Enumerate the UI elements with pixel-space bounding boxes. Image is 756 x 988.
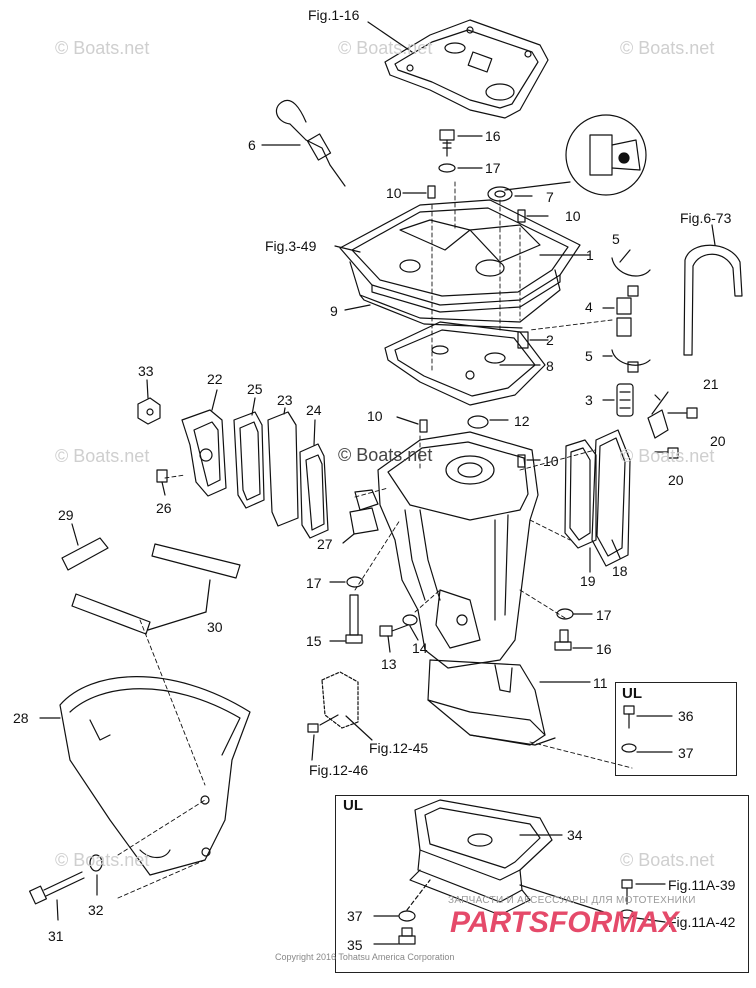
callout-36: 36 [678, 708, 694, 724]
callout-fig-3-49: Fig.3-49 [265, 238, 317, 254]
callout-23: 23 [277, 392, 293, 408]
callout-16: 16 [485, 128, 501, 144]
watermark: © Boats.net [620, 446, 715, 466]
callout-16: 16 [596, 641, 612, 657]
callout-6: 6 [248, 137, 256, 153]
top-gasket [384, 19, 549, 119]
callout-17: 17 [596, 607, 612, 623]
watermark: © Boats.net [338, 445, 433, 465]
callout-20: 20 [710, 433, 726, 449]
callout-18: 18 [612, 563, 628, 579]
callout-32: 32 [88, 902, 104, 918]
callout-8: 8 [546, 358, 554, 374]
callout-14: 14 [412, 640, 428, 656]
callout-5: 5 [612, 231, 620, 247]
watermark: © Boats.net [55, 446, 150, 466]
dipstick [275, 99, 346, 187]
apron [59, 676, 251, 876]
callout-34: 34 [567, 827, 583, 843]
callout-25: 25 [247, 381, 263, 397]
callout-fig-1-16: Fig.1-16 [308, 7, 360, 23]
callout-fig-6-73: Fig.6-73 [680, 210, 732, 226]
callout-29: 29 [58, 507, 74, 523]
watermark: © Boats.net [620, 38, 715, 58]
callout-fig-11a-42: Fig.11A-42 [668, 914, 736, 930]
callout-26: 26 [156, 500, 172, 516]
watermark: © Boats.net [55, 38, 150, 58]
callout-17: 17 [306, 575, 322, 591]
callout-7: 7 [546, 189, 554, 205]
callout-37: 37 [347, 908, 363, 924]
callout-2: 2 [546, 332, 554, 348]
head-cover [339, 199, 581, 313]
callout-12: 12 [514, 413, 530, 429]
callout-31: 31 [48, 928, 64, 944]
callout-fig-12-45: Fig.12-45 [369, 740, 429, 756]
callout-24: 24 [306, 402, 322, 418]
callout-21: 21 [703, 376, 719, 392]
callout-5: 5 [585, 348, 593, 364]
callout-10: 10 [543, 453, 559, 469]
ul-inset-small-title: UL [622, 685, 642, 702]
bolt-31 [29, 871, 85, 905]
callout-19: 19 [580, 573, 596, 589]
lower-housing [427, 659, 556, 746]
callout-35: 35 [347, 937, 363, 953]
callout-37: 37 [678, 745, 694, 761]
callout-22: 22 [207, 371, 223, 387]
ul-inset-large-title: UL [343, 797, 363, 814]
ul-inset-small [615, 682, 737, 776]
watermark: © Boats.net [55, 850, 150, 870]
callout-20: 20 [668, 472, 684, 488]
callout-15: 15 [306, 633, 322, 649]
callout-11: 11 [593, 675, 608, 691]
callout-30: 30 [207, 619, 223, 635]
callout-1: 1 [586, 247, 594, 263]
callout-13: 13 [381, 656, 397, 672]
callout-3: 3 [585, 392, 593, 408]
lower-gasket [384, 321, 546, 406]
watermark: © Boats.net [620, 850, 715, 870]
detail-circle [565, 114, 647, 196]
callout-10: 10 [386, 185, 402, 201]
watermark: © Boats.net [338, 38, 433, 58]
callout-10: 10 [565, 208, 581, 224]
callout-fig-12-46: Fig.12-46 [309, 762, 369, 778]
callout-4: 4 [585, 299, 593, 315]
callout-27: 27 [317, 536, 333, 552]
callout-9: 9 [330, 303, 338, 319]
callout-33: 33 [138, 363, 154, 379]
oil-pan-ul [409, 799, 553, 916]
bolt-16-top [439, 129, 455, 157]
callout-17: 17 [485, 160, 501, 176]
callout-fig-11a-39: Fig.11A-39 [668, 877, 736, 893]
brand-logo: PARTSFORMAX [450, 906, 679, 939]
ul-inset-large [335, 795, 749, 973]
drive-shaft-housing [377, 431, 539, 669]
callout-28: 28 [13, 710, 29, 726]
copyright-notice: Copyright 2016 Tohatsu America Corporati… [275, 952, 455, 962]
callout-10: 10 [367, 408, 383, 424]
brand-tagline: ЗАПЧАСТИ И АКСЕССУАРЫ ДЛЯ МОТОТЕХНИКИ [448, 895, 696, 906]
